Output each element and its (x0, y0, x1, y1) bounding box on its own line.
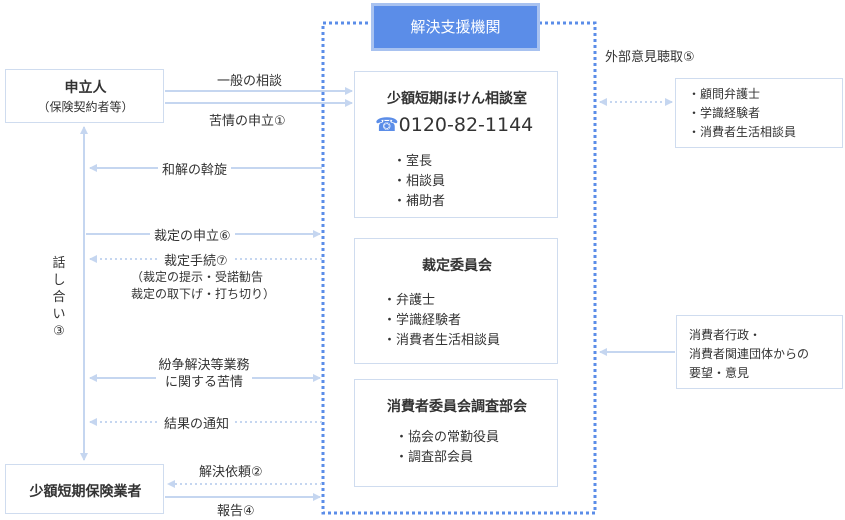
applicant-box: 申立人 （保険契約者等） (5, 69, 164, 123)
list-item: 室長 (393, 152, 445, 172)
list-item: 学識経験者 (383, 311, 500, 331)
committee-box: 裁定委員会 弁護士 学識経験者 消費者生活相談員 (354, 238, 558, 364)
consumer-line: 消費者関連団体からの (689, 347, 810, 361)
external-box: 顧問弁護士 学識経験者 消費者生活相談員 (675, 78, 843, 148)
applicant-sub: （保険契約者等） (37, 100, 134, 114)
survey-box: 消費者委員会調査部会 協会の常勤役員 調査部会員 (354, 379, 558, 487)
phone-icon: ☎ (375, 114, 399, 136)
label-resolution-request: 解決依頼② (199, 465, 263, 480)
consult-room-title: 少額短期ほけん相談室 (387, 91, 527, 107)
label-adjudication-request: 裁定の申立⑥ (150, 225, 235, 244)
external-members: 顧問弁護士 学識経験者 消費者生活相談員 (688, 85, 796, 142)
label-dispute: 紛争解決等業務 (158, 358, 250, 373)
label-complaint: 苦情の申立① (209, 114, 286, 129)
committee-title: 裁定委員会 (422, 258, 492, 274)
label-talk: 話 し 合 い ③ (52, 256, 66, 339)
label-dispute: に関する苦情 (156, 371, 252, 390)
label-adjudication-procedure: 裁定手続⑦ (160, 250, 232, 269)
label-adjudication-detail: 裁定の取下げ・打ち切り） (131, 287, 276, 301)
consult-room-box: 少額短期ほけん相談室 ☎0120-82-1144 室長 相談員 補助者 (354, 71, 558, 218)
list-item: 相談員 (393, 172, 445, 192)
list-item: 弁護士 (383, 291, 500, 311)
label-result: 結果の通知 (160, 413, 234, 432)
external-label: 外部意見聴取⑤ (605, 50, 695, 65)
list-item: 顧問弁護士 (688, 85, 796, 104)
label-general: 一般の相談 (217, 74, 283, 89)
list-item: 学識経験者 (688, 104, 796, 123)
list-item: 協会の常勤役員 (395, 428, 499, 448)
list-item: 補助者 (393, 192, 445, 212)
list-item: 調査部会員 (395, 448, 499, 468)
insurer-box: 少額短期保険業者 (5, 464, 164, 514)
consumer-line: 消費者行政・ (689, 328, 762, 342)
consult-room-members: 室長 相談員 補助者 (393, 152, 445, 212)
consumer-line: 要望・意見 (689, 366, 750, 380)
applicant-name: 申立人 (64, 80, 107, 96)
consumer-box: 消費者行政・ 消費者関連団体からの 要望・意見 (676, 315, 843, 389)
list-item: 消費者生活相談員 (688, 123, 796, 142)
survey-members: 協会の常勤役員 調査部会員 (395, 428, 499, 468)
label-adjudication-detail: （裁定の提示・受諾勧告 (131, 270, 264, 284)
insurer-name: 少額短期保険業者 (29, 484, 142, 500)
support-center-title: 解決支援機関 (371, 3, 540, 51)
survey-title: 消費者委員会調査部会 (387, 399, 527, 415)
support-center-frame (321, 21, 597, 515)
label-report: 報告④ (217, 504, 255, 519)
label-settlement: 和解の斡旋 (158, 159, 232, 178)
list-item: 消費者生活相談員 (383, 331, 500, 351)
committee-members: 弁護士 学識経験者 消費者生活相談員 (383, 291, 500, 351)
phone-number[interactable]: 0120-82-1144 (398, 114, 534, 136)
